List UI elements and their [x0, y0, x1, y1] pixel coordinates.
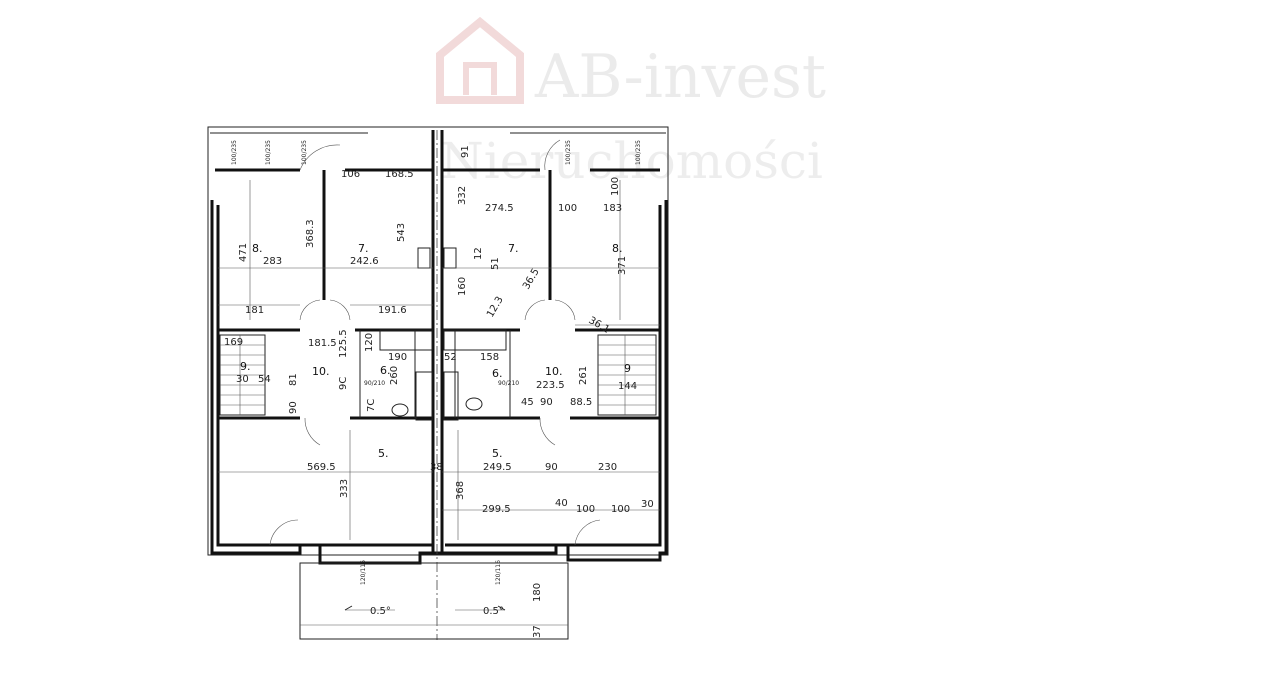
dim-242-6: 242.6 [350, 256, 379, 267]
dim-471: 471 [238, 243, 249, 262]
dim-168-5: 168.5 [385, 169, 414, 180]
room-7-left: 7. [358, 242, 369, 255]
room-10-right: 10. [545, 365, 563, 378]
dim-100-b: 100 [576, 504, 595, 515]
dim-543: 543 [396, 223, 407, 242]
stairs-left [219, 334, 266, 416]
room-8-right: 8. [612, 242, 623, 255]
dim-120: 120 [364, 333, 375, 352]
dim-190: 190 [388, 352, 407, 363]
dim-106: 106 [341, 169, 360, 180]
dim-30-left: 30 [236, 374, 249, 385]
room-9-left: 9. [240, 360, 251, 373]
stairs-right [597, 334, 657, 416]
dim-180: 180 [532, 583, 543, 602]
watermark: AB-invest Nieruchomości [436, 16, 826, 190]
dim-371: 371 [617, 256, 628, 275]
terrace [299, 562, 569, 640]
dim-52: 52 [444, 352, 457, 363]
dim-88-5: 88.5 [570, 397, 592, 408]
interior-walls [215, 139, 660, 546]
room-5-left: 5. [378, 447, 389, 460]
dim-36-1: 36.1 [587, 315, 612, 336]
room-6-right: 6. [492, 367, 503, 380]
dim-7c: 7C [366, 399, 377, 412]
dim-181: 181 [245, 305, 264, 316]
dim-91: 91 [460, 145, 471, 158]
door-label-8: 120/116 [360, 560, 367, 585]
dim-169: 169 [224, 337, 243, 348]
room-8-left: 8. [252, 242, 263, 255]
door-label-3: 100/235 [301, 140, 308, 165]
dim-183: 183 [603, 203, 622, 214]
dim-36-5: 36.5 [521, 267, 542, 292]
watermark-tagline: Nieruchomości [440, 132, 823, 190]
dim-90-mid: 90 [545, 462, 558, 473]
room-7-right: 7. [508, 242, 519, 255]
dim-9c: 9C [338, 377, 349, 390]
dim-12-3: 12.3 [485, 295, 506, 320]
dim-569-5: 569.5 [307, 462, 336, 473]
dim-223-5: 223.5 [536, 380, 565, 391]
dim-274-5: 274.5 [485, 203, 514, 214]
dim-299-5: 299.5 [482, 504, 511, 515]
outer-walls [207, 126, 669, 640]
dim-160: 160 [457, 277, 468, 296]
dim-261: 261 [578, 366, 589, 385]
dim-12: 12 [473, 247, 484, 260]
dim-100-c: 100 [611, 504, 630, 515]
room-10-left: 10. [312, 365, 330, 378]
door-labels: 100/235 100/235 100/235 100/235 100/235 … [231, 140, 642, 585]
slope-left: 0.5° [370, 606, 391, 617]
door-label-7: 90/210 [498, 380, 519, 387]
dim-90-left: 90 [288, 401, 299, 414]
dim-368: 368 [455, 481, 466, 500]
dim-51: 51 [490, 257, 501, 270]
dim-38: 38 [430, 462, 443, 473]
dim-332: 332 [457, 186, 468, 205]
door-label-4: 100/235 [565, 140, 572, 165]
dim-90-right: 90 [540, 397, 553, 408]
dim-81: 81 [288, 373, 299, 386]
slope-right: 0.5° [483, 606, 504, 617]
room-6-left: 6. [380, 364, 391, 377]
dim-125-5: 125.5 [338, 329, 349, 358]
door-label-9: 120/116 [495, 560, 502, 585]
dim-100-d: 100 [610, 177, 621, 196]
dim-191-6: 191.6 [378, 305, 407, 316]
dim-37: 37 [532, 625, 543, 638]
dim-158: 158 [480, 352, 499, 363]
door-label-2: 100/235 [265, 140, 272, 165]
dim-54: 54 [258, 374, 271, 385]
dim-283: 283 [263, 256, 282, 267]
dim-40: 40 [555, 498, 568, 509]
door-label-6: 90/210 [364, 380, 385, 387]
dim-100-top: 100 [558, 203, 577, 214]
room-9-right: 9 [624, 362, 631, 375]
door-label-1: 100/235 [231, 140, 238, 165]
dim-368-3: 368.3 [305, 219, 316, 248]
dim-181-5: 181.5 [308, 338, 337, 349]
watermark-brand: AB-invest [534, 42, 826, 112]
dim-260: 260 [389, 366, 400, 385]
dimension-labels: 106 168.5 332 274.5 100 183 471 368.3 28… [224, 145, 654, 638]
house-logo-icon [436, 16, 524, 104]
dim-144: 144 [618, 381, 637, 392]
room-5-right: 5. [492, 447, 503, 460]
door-label-5: 100/235 [635, 140, 642, 165]
dim-333: 333 [339, 479, 350, 498]
dim-249-5: 249.5 [483, 462, 512, 473]
dim-30: 30 [641, 499, 654, 510]
dim-45: 45 [521, 397, 534, 408]
dim-230: 230 [598, 462, 617, 473]
